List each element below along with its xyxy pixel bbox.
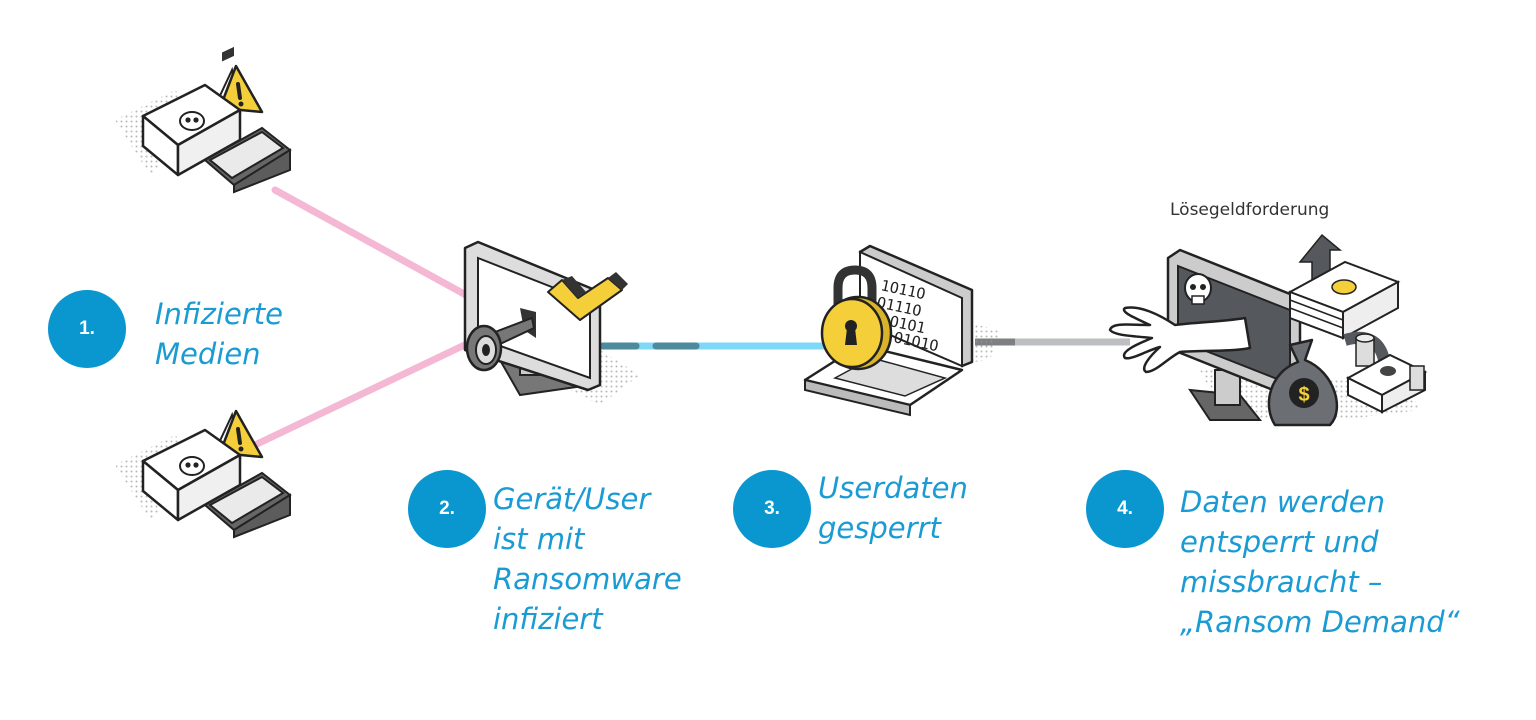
cash-stack-icon	[1345, 353, 1428, 414]
monitor-hand-money-icon: $	[1108, 233, 1428, 427]
infected-usb-icon	[115, 409, 292, 539]
monitor-key-check-icon	[463, 240, 640, 405]
label-line: missbraucht –	[1180, 565, 1383, 599]
skull-icon	[179, 111, 205, 131]
label-line: gesperrt	[818, 511, 941, 545]
hand-icon	[1108, 306, 1252, 374]
money-bag-icon: $	[1267, 338, 1339, 427]
key-icon	[465, 308, 536, 372]
step-label-2: Gerät/User ist mit Ransomware infiziert	[493, 479, 682, 639]
label-line: infiziert	[493, 602, 603, 636]
connector-lines	[251, 186, 1130, 449]
step-badge-2: 2.	[408, 470, 486, 548]
coin-stack-icon	[1355, 333, 1375, 367]
checkmark-icon	[547, 272, 628, 321]
step-label-1: Infizierte Medien	[155, 294, 283, 374]
label-line: ist mit	[493, 522, 585, 556]
step-badge-1: 1.	[48, 290, 126, 368]
skull-icon	[1184, 273, 1212, 305]
label-line: Gerät/User	[493, 482, 651, 516]
label-line: „Ransom Demand“	[1180, 605, 1460, 639]
label-line: Infizierte	[155, 297, 283, 331]
label-line: Ransomware	[493, 562, 682, 596]
currency-symbol: $	[1298, 384, 1309, 406]
connector-usb1-to-monitor	[271, 186, 479, 304]
step-badge-3: 3.	[733, 470, 811, 548]
skull-icon	[179, 456, 205, 476]
laptop-padlock-icon: 1O11O O111O 1O1O1 O1O1O	[803, 244, 1000, 417]
label-line: Daten werden	[1180, 485, 1386, 519]
cash-stack-icon	[1287, 260, 1401, 340]
padlock-icon	[820, 265, 893, 371]
label-line: entsperrt und	[1180, 525, 1379, 559]
ransom-caption: Lösegeldforderung	[1170, 200, 1330, 220]
step-label-3: Userdaten gesperrt	[818, 468, 968, 548]
step-label-4: Daten werden entsperrt und missbraucht –…	[1180, 482, 1460, 642]
infected-usb-icon	[115, 46, 292, 194]
label-line: Medien	[155, 337, 261, 371]
label-line: Userdaten	[818, 471, 968, 505]
connector-usb2-to-monitor	[251, 336, 479, 449]
step-badge-4: 4.	[1086, 470, 1164, 548]
